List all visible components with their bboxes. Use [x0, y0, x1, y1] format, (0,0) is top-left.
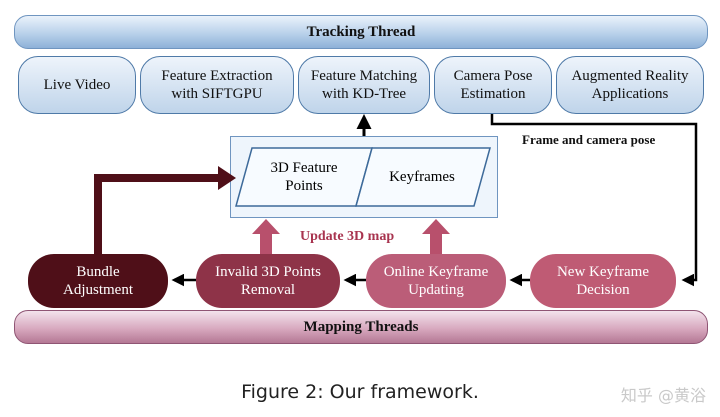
- map-item-keyframes: Keyframes: [389, 169, 455, 185]
- mapping-threads-bar: Mapping Threads: [14, 310, 708, 344]
- keyframes-shape: [355, 147, 491, 207]
- update-arrow-2-shaft: [430, 232, 442, 254]
- tracking-thread-label: Tracking Thread: [306, 23, 416, 40]
- update-arrow-2-head: [422, 219, 450, 234]
- tracking-thread-bar: Tracking Thread: [14, 15, 708, 49]
- node-online-keyframe-updating: Online Keyframe Updating: [366, 254, 506, 308]
- label-frame-camera-pose: Frame and camera pose: [522, 132, 656, 147]
- node-camera-pose-estimation: Camera Pose Estimation: [434, 56, 552, 114]
- arrow-bundle-to-map-line: [94, 174, 220, 254]
- figure-caption: Figure 2: Our framework.: [241, 381, 479, 403]
- node-bundle-adjustment: Bundle Adjustment: [28, 254, 168, 308]
- update-arrow-1-shaft: [260, 232, 272, 254]
- watermark: 知乎 @黄浴: [620, 386, 706, 405]
- map-item-3d-feature-points: 3D Feature Points: [270, 160, 338, 194]
- node-feature-matching: Feature Matching with KD-Tree: [298, 56, 430, 114]
- node-feature-extraction: Feature Extraction with SIFTGPU: [140, 56, 294, 114]
- label-update-3d-map: Update 3D map: [300, 229, 395, 244]
- arrow-bundle-to-map-head: [218, 166, 236, 190]
- arrow-pose-to-decision: [490, 114, 698, 287]
- node-new-keyframe-decision: New Keyframe Decision: [530, 254, 676, 308]
- update-arrow-1-head: [252, 219, 280, 234]
- mapping-threads-label: Mapping Threads: [303, 318, 419, 335]
- node-invalid-points-removal: Invalid 3D Points Removal: [196, 254, 340, 308]
- node-live-video: Live Video: [18, 56, 136, 114]
- node-augmented-reality: Augmented Reality Applications: [556, 56, 704, 114]
